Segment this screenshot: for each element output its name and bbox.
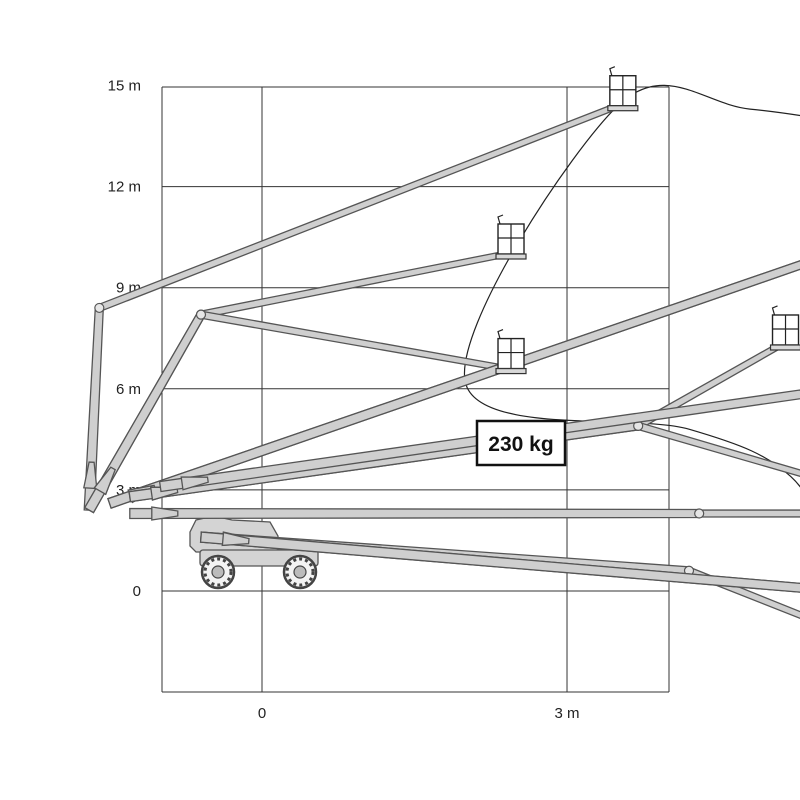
basket-floor [495, 253, 527, 260]
rear-wheel [282, 554, 318, 590]
boom-positions [83, 102, 800, 619]
basket [495, 329, 527, 375]
y-tick-label: 15 m [108, 78, 141, 95]
jib-boom [636, 421, 800, 478]
basket-floor [607, 105, 639, 112]
basket-control-handle [497, 329, 504, 339]
y-axis-tick-labels: 15 m12 m9 m6 m3 m0 [108, 78, 141, 601]
basket [769, 305, 800, 351]
main-boom [107, 260, 800, 509]
x-tick-label: 3 m [555, 705, 580, 722]
basket-control-handle [771, 305, 778, 316]
basket-floor [495, 367, 527, 375]
knuckle-joint [195, 309, 207, 320]
working-envelope-curve [463, 84, 800, 488]
lift-cylinder [83, 461, 98, 490]
basket [607, 66, 639, 112]
basket-control-handle [497, 214, 504, 225]
main-boom [129, 507, 700, 520]
grid [161, 86, 670, 693]
boom-position [107, 260, 800, 509]
jib-boom [698, 509, 800, 518]
lift-cylinder [151, 506, 179, 521]
main-boom [158, 389, 800, 493]
basket-floor [769, 344, 800, 351]
lift-cylinder [221, 531, 250, 547]
load-capacity-text: 230 kg [488, 433, 553, 456]
boom-position [83, 309, 508, 514]
front-wheel [200, 554, 236, 590]
x-axis-tick-labels: 03 m6 m9 m12 m [258, 705, 580, 722]
boom-position [107, 260, 800, 509]
boom-position [199, 531, 800, 593]
knuckle-joint [694, 508, 705, 519]
x-tick-label: 0 [258, 705, 266, 722]
lift-cylinder [180, 476, 209, 491]
y-tick-label: 0 [133, 583, 141, 600]
main-boom [199, 531, 800, 593]
machine-chassis [189, 515, 319, 590]
basket-control-handle [609, 66, 616, 76]
load-capacity-box [475, 419, 567, 467]
load-capacity-label: 230 kg [475, 419, 567, 467]
boom-position [129, 506, 800, 521]
y-tick-label: 12 m [108, 179, 141, 196]
baskets [495, 66, 800, 375]
lift-cylinder [93, 466, 117, 496]
boom-position [158, 389, 800, 493]
basket [495, 214, 527, 260]
knuckle-joint [94, 302, 105, 314]
jib-boom [199, 310, 508, 373]
jib-boom [199, 250, 508, 319]
y-tick-label: 6 m [116, 381, 141, 398]
